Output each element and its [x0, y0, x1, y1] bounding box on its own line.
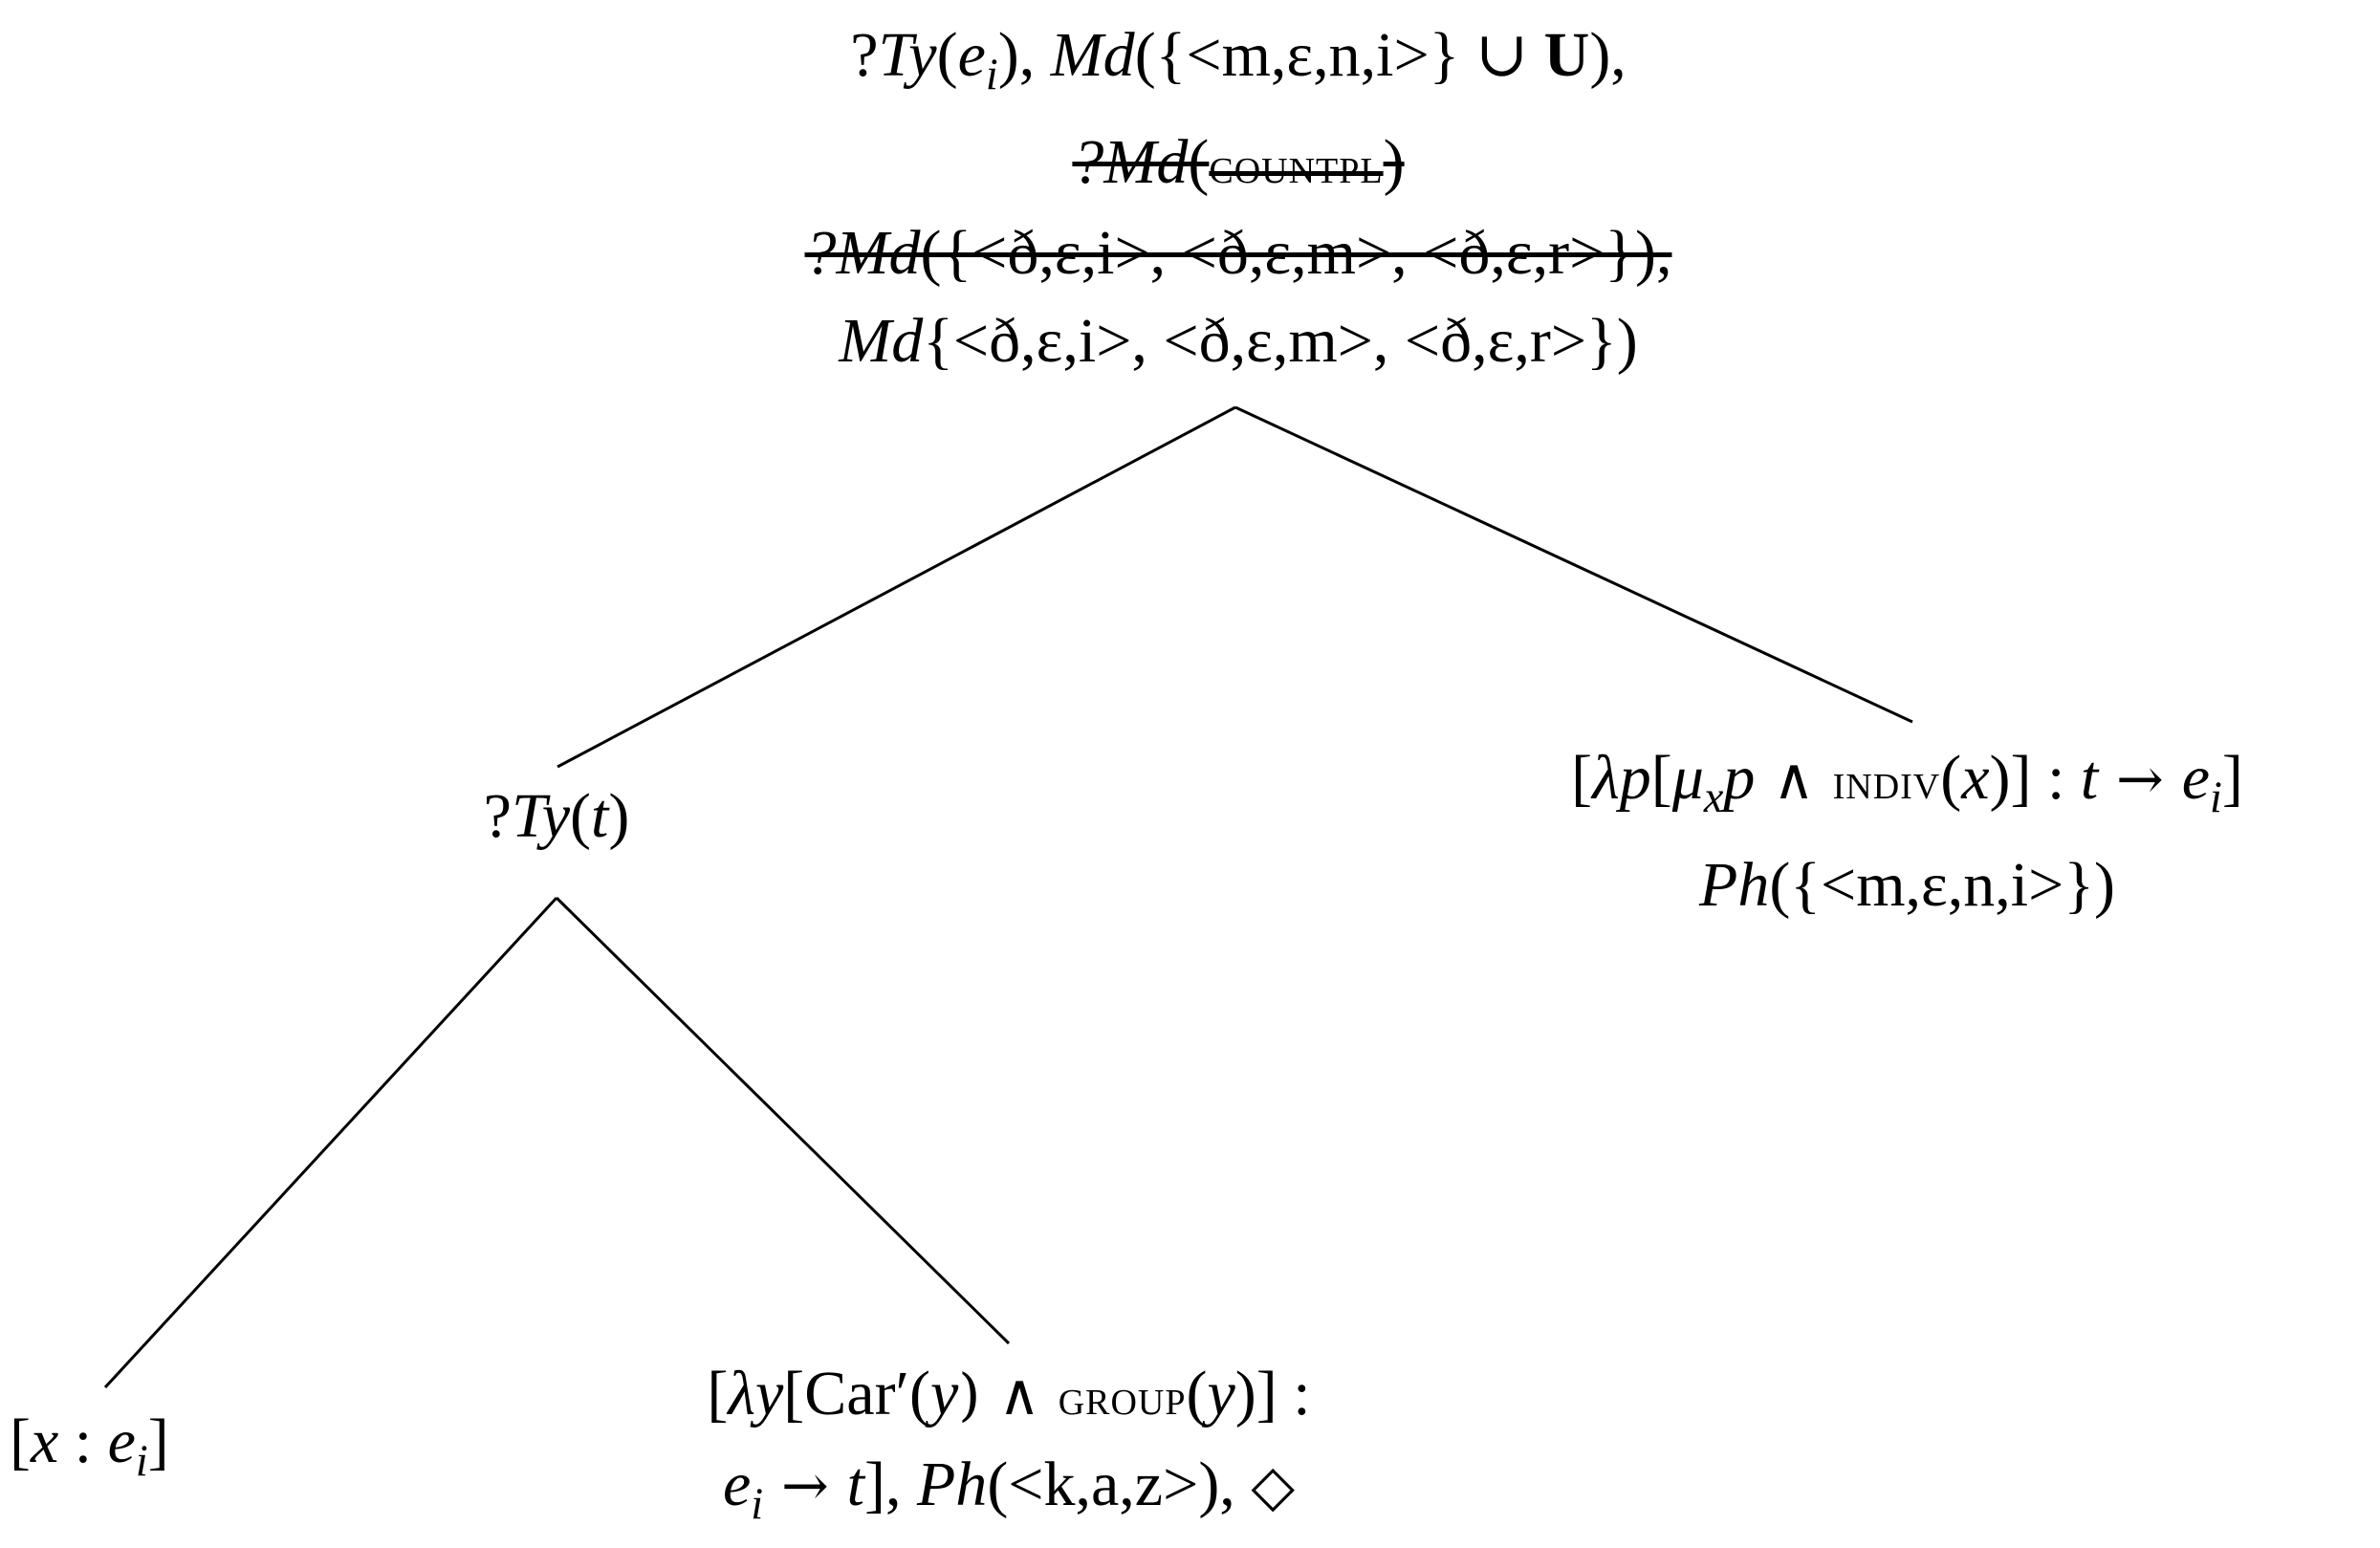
bracket: [ — [707, 1359, 729, 1428]
paren-bracket-colon: )] : — [1234, 1359, 1311, 1428]
mu-operator: μ — [1671, 743, 1704, 813]
leaf-right-line-1: [λy[Car′(y) ∧ group(y)] : — [535, 1350, 1482, 1441]
comma: , — [1655, 217, 1672, 288]
bracket: [ — [10, 1406, 31, 1476]
lambda-y: λy — [728, 1359, 784, 1428]
edge-left-leafright — [555, 896, 1011, 1345]
root-line-2: ?Md(countpl) — [574, 119, 1903, 209]
paren-comma: ), — [997, 20, 1036, 90]
right-child-line-2: Ph({<m,ε,n,i>}) — [1434, 841, 2380, 929]
qmd-predicate: ?Md — [804, 217, 921, 288]
qmd-predicate: ?Md — [1072, 126, 1189, 197]
set-U: U — [1543, 20, 1590, 90]
type-e: e — [957, 20, 986, 90]
bracket: [ — [1571, 743, 1593, 813]
type-t: t — [591, 781, 609, 851]
edge-root-left — [557, 405, 1236, 769]
paren: ( — [1940, 743, 1962, 813]
leaf-left-line: [x : ei] — [10, 1398, 201, 1505]
var-x: x — [30, 1406, 59, 1476]
subscript-x: x — [1703, 772, 1724, 821]
edge-left-leafleft — [103, 896, 558, 1389]
root-line-4: Md{<ð,ε,i>, <ð,ε,m>, <ð,ε,r>}) — [574, 297, 1903, 385]
bracket: ] — [2221, 743, 2243, 813]
subscript-i: i — [985, 49, 998, 98]
md-predicate: Md — [839, 305, 924, 376]
paren: ) — [608, 781, 630, 851]
question-mark: ? — [850, 20, 879, 90]
and-symbol: ∧ — [1755, 747, 1833, 813]
md-close: ), — [1589, 20, 1627, 90]
ph-tuple: (<k,a,z>), — [987, 1450, 1252, 1519]
var-y: y — [1207, 1359, 1235, 1428]
paren: ( — [570, 781, 592, 851]
countpl-feature: countpl — [1209, 136, 1384, 194]
paren-bracket-colon: )] : — [1989, 743, 2081, 813]
left-child-line: ?Ty(t) — [365, 773, 748, 861]
left-child-node: ?Ty(t) — [365, 773, 748, 861]
ty-predicate: Ty — [878, 20, 937, 90]
ph-predicate: Ph — [916, 1450, 988, 1519]
bracket: ] — [147, 1406, 169, 1476]
subscript-i: i — [2210, 772, 2222, 821]
var-x: x — [1961, 743, 1990, 813]
lambda-p: λp — [1592, 743, 1651, 813]
right-child-node: [λp[μxp ∧ indiv(x)] : t → ei] Ph({<m,ε,n… — [1434, 734, 2380, 929]
ph-predicate: Ph — [1699, 849, 1770, 920]
bracket-comma: ], — [864, 1450, 917, 1519]
and-symbol: ) ∧ — [958, 1363, 1059, 1428]
leaf-left-node: [x : ei] — [10, 1398, 201, 1505]
type-e: e — [722, 1450, 752, 1519]
struck-countpl: ?Md(countpl) — [1072, 127, 1404, 197]
paren: ( — [1188, 126, 1210, 197]
arrow-icon: → — [763, 1453, 847, 1519]
md-set: {<ð,ε,i>, <ð,ε,m>, <ð,ε,r>}) — [923, 305, 1638, 376]
paren: ) — [1383, 126, 1405, 197]
type-e: e — [107, 1406, 136, 1476]
struck-md-set: ?Md({<ð,ε,i>, <ð,ε,m>, <ð,ε,r>}), — [805, 218, 1672, 288]
root-line-3: ?Md({<ð,ε,i>, <ð,ε,m>, <ð,ε,r>}), — [574, 209, 1903, 297]
var-y: y — [929, 1359, 959, 1428]
diamond-pointer-icon: ◇ — [1251, 1453, 1295, 1519]
ty-predicate: Ty — [511, 781, 571, 851]
subscript-i: i — [135, 1435, 148, 1485]
paren: ( — [1186, 1359, 1208, 1428]
subscript-i: i — [751, 1478, 764, 1528]
type-t: t — [2080, 743, 2099, 813]
md-set: ({<ð,ε,i>, <ð,ε,m>, <ð,ε,r>}) — [920, 217, 1656, 288]
ph-set: ({<m,ε,n,i>}) — [1769, 849, 2115, 920]
leaf-right-line-2: ei → t], Ph(<k,a,z>), ◇ — [535, 1441, 1482, 1548]
type-t: t — [846, 1450, 864, 1519]
arrow-icon: → — [2098, 747, 2182, 813]
root-line-1: ?Ty(ei), Md({<m,ε,n,i>} ∪ U), — [574, 11, 1903, 119]
question-mark: ? — [483, 781, 512, 851]
paren: ( — [936, 20, 958, 90]
type-e: e — [2181, 743, 2210, 813]
right-child-line-1: [λp[μxp ∧ indiv(x)] : t → ei] — [1434, 734, 2380, 841]
md-predicate: Md — [1050, 20, 1135, 90]
var-p: p — [1723, 743, 1756, 813]
car-predicate: [Car′( — [783, 1359, 930, 1428]
md-set: ({<m,ε,n,i>} ∪ — [1134, 20, 1544, 90]
leaf-right-node: [λy[Car′(y) ∧ group(y)] : ei → t], Ph(<k… — [535, 1350, 1482, 1548]
bracket: [ — [1650, 743, 1672, 813]
group-feature: group — [1058, 1368, 1187, 1426]
edge-root-right — [1234, 405, 1913, 724]
root-node: ?Ty(ei), Md({<m,ε,n,i>} ∪ U), ?Md(countp… — [574, 11, 1903, 385]
indiv-feature: indiv — [1832, 752, 1941, 810]
colon: : — [58, 1406, 108, 1476]
